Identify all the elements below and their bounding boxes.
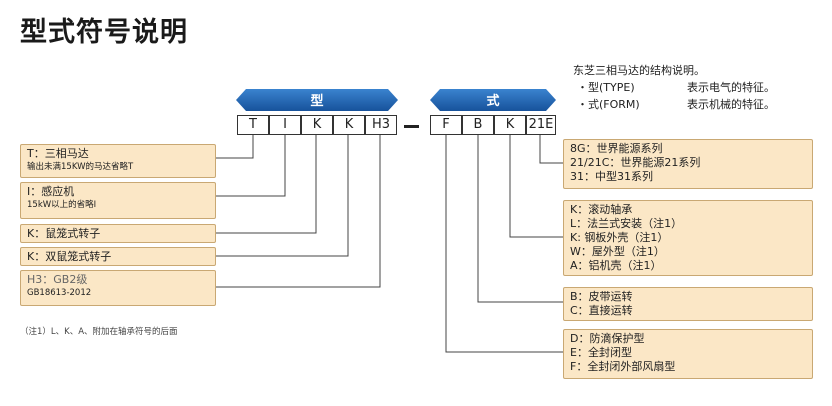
form-box-line: A：铝机壳（注1）	[570, 259, 662, 272]
form-banner	[430, 89, 556, 111]
connector-line-h3	[216, 135, 381, 288]
connector-line-21e	[539, 135, 563, 164]
form-code-k: K	[494, 115, 526, 135]
form-box-line: 21/21C：世界能源21系列	[570, 156, 701, 169]
type-code-i: I	[269, 115, 301, 135]
type-box-main: T：三相马达	[27, 147, 89, 160]
type-box-main: K：鼠笼式转子	[27, 227, 101, 240]
form-code-21e: 21E	[526, 115, 556, 135]
type-code-k: K	[301, 115, 333, 135]
connector-line-b	[477, 135, 563, 303]
separator-dash	[404, 125, 419, 128]
form-box-line: K：滚动轴承	[570, 203, 633, 216]
connector-line-f	[445, 135, 563, 353]
form-box-line: L：法兰式安装（注1）	[570, 217, 683, 230]
form-box-series: 8G：世界能源系列 21/21C：世界能源21系列 31：中型31系列	[563, 139, 813, 189]
form-box-line: F：全封闭外部风扇型	[570, 360, 676, 373]
type-box-k: K：鼠笼式转子	[20, 224, 216, 243]
type-box-main: I：感应机	[27, 185, 75, 198]
type-box-k2: K：双鼠笼式转子	[20, 247, 216, 266]
explanation-term: ・式(FORM)	[577, 98, 640, 111]
form-box-line: K: 钢板外壳（注1）	[570, 231, 669, 244]
type-box-sub: 15kW以上的省略I	[27, 200, 97, 210]
type-banner-label: 型	[310, 93, 323, 109]
connector-line-k1	[216, 135, 317, 234]
type-code-t: T	[237, 115, 269, 135]
type-box-i: I：感应机 15kW以上的省略I	[20, 182, 216, 219]
form-banner-label: 式	[486, 93, 499, 109]
form-box-line: W：屋外型（注1）	[570, 245, 665, 258]
form-box-line: 31：中型31系列	[570, 170, 653, 183]
type-box-sub: GB18613-2012	[27, 288, 92, 298]
type-box-h3: H3：GB2级 GB18613-2012	[20, 270, 216, 306]
type-code-k: K	[333, 115, 365, 135]
form-box-structure: K：滚动轴承 L：法兰式安装（注1） K: 钢板外壳（注1） W：屋外型（注1）…	[563, 200, 813, 276]
explanation-desc: 表示机械的特征。	[687, 98, 775, 111]
type-banner	[236, 89, 398, 111]
explanation-desc: 表示电气的特征。	[687, 81, 775, 94]
form-box-line: E：全封闭型	[570, 346, 632, 359]
form-code-f: F	[430, 115, 462, 135]
footnote: （注1）L、K、A、附加在轴承符号的后面	[20, 327, 178, 337]
explanation-row-type: ・型(TYPE) 表示电气的特征。	[577, 80, 775, 96]
connector-line-k2	[216, 135, 349, 257]
type-code-h3: H3	[365, 115, 397, 135]
type-box-main: H3：GB2级	[27, 273, 88, 286]
explanation-row-form: ・式(FORM) 表示机械的特征。	[577, 97, 775, 113]
form-box-line: C：直接运转	[570, 304, 633, 317]
form-box-line: D：防滴保护型	[570, 332, 645, 345]
page-title: 型式符号说明	[20, 17, 188, 48]
form-code-b: B	[462, 115, 494, 135]
explanation-term: ・型(TYPE)	[577, 81, 635, 94]
connector-line-t	[216, 135, 254, 159]
explanation-heading: 东芝三相马达的结构说明。	[573, 64, 705, 77]
connector-line-k	[509, 135, 563, 238]
form-box-enclosure: D：防滴保护型 E：全封闭型 F：全封闭外部风扇型	[563, 329, 813, 379]
form-box-line: 8G：世界能源系列	[570, 142, 663, 155]
type-box-t: T：三相马达 输出未满15KW的马达省略T	[20, 144, 216, 178]
type-box-main: K：双鼠笼式转子	[27, 250, 112, 263]
form-box-line: B：皮带运转	[570, 290, 633, 303]
form-box-drive: B：皮带运转 C：直接运转	[563, 287, 813, 321]
type-box-sub: 输出未满15KW的马达省略T	[27, 162, 134, 172]
connector-line-i	[216, 135, 286, 197]
